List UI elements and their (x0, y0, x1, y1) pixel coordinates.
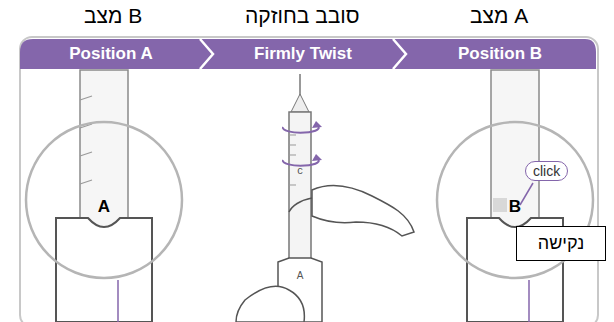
panel (20, 37, 598, 322)
leader-line (520, 183, 533, 205)
chevron (200, 39, 213, 69)
hebrew-heading: מצב B (84, 4, 142, 28)
hebrew-heading: מצב A (470, 4, 528, 28)
node-text: נקישה (529, 233, 593, 254)
pen-mark: A (297, 270, 304, 281)
node-text: Position B (458, 44, 542, 64)
position-mark: A (98, 197, 110, 217)
chevron (393, 39, 406, 69)
node-text: Position A (69, 44, 152, 64)
hebrew-heading: סובב בחוזקה (245, 4, 360, 28)
header-band (20, 39, 596, 69)
twist-illustration (236, 74, 414, 322)
step-chevron: Firmly Twist (213, 39, 393, 69)
step-chevron: Position A (22, 39, 200, 69)
translation-box: נקישה (516, 226, 606, 261)
pen-mark: c (297, 164, 303, 176)
click-callout: click (525, 161, 568, 181)
step-chevron: Position B (406, 39, 594, 69)
node-text: click (533, 163, 560, 179)
pen-position-a (56, 70, 152, 322)
upper-hand (312, 186, 414, 236)
position-mark: B (509, 197, 521, 217)
lower-hand (236, 286, 304, 322)
node-text: Firmly Twist (254, 44, 352, 64)
zoom-circle (26, 122, 182, 278)
pen-position-b (467, 70, 563, 322)
